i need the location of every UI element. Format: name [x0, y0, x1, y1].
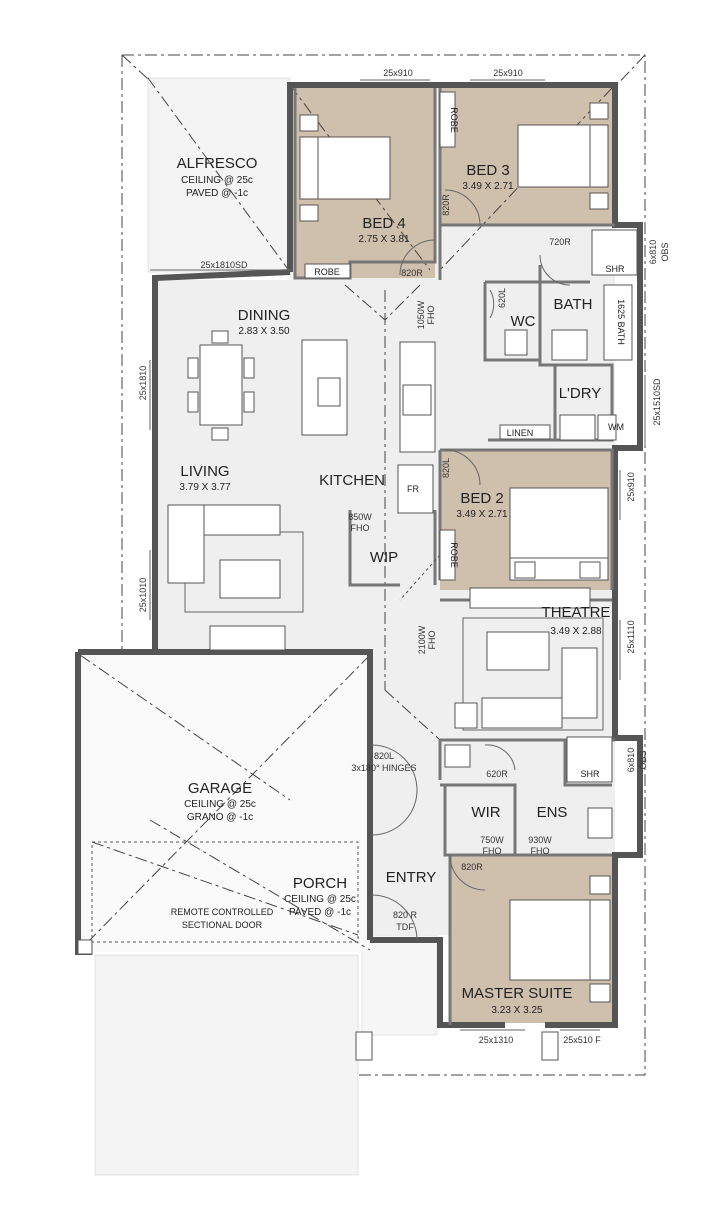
door-bath: 720R	[549, 237, 571, 247]
dining-label: DINING	[238, 307, 291, 324]
door-entry: 820 R	[393, 910, 418, 920]
ens-label: ENS	[537, 804, 568, 821]
master-suite-label: MASTER SUITE	[462, 985, 573, 1002]
window-labels: 25x910 25x910 25x1810SD 25x1810 25x1010 …	[138, 68, 670, 1045]
robe-bed3: ROBE	[449, 107, 459, 133]
linen: LINEN	[507, 428, 534, 438]
window-left-2: 25x1010	[138, 578, 148, 613]
bed2-label: BED 2	[460, 490, 503, 507]
sectional-door-line2: SECTIONAL DOOR	[182, 920, 263, 930]
door-wir: 750W	[480, 835, 504, 845]
wip-label: WIP	[370, 549, 398, 566]
door-ens-wc: 620R	[486, 769, 508, 779]
door-theatre-fho: FHO	[427, 631, 437, 650]
door-hall: 1050W	[416, 300, 426, 329]
door-theatre: 2100W	[417, 625, 427, 654]
alfresco-label: ALFRESCO	[177, 155, 258, 172]
door-wc: 620L	[497, 288, 507, 308]
window-right-1-obs: OBS	[660, 242, 670, 261]
fridge: FR	[407, 484, 419, 494]
furniture	[77, 91, 638, 1061]
robe-bed4: ROBE	[314, 267, 340, 277]
room-labels: ALFRESCO CEILING @ 25c PAVED @ -1c BED 4…	[177, 155, 611, 1016]
window-top-2: 25x910	[493, 68, 523, 78]
bath-label: BATH	[554, 296, 593, 313]
door-hall-fho: FHO	[426, 306, 436, 325]
window-right-4: 25x1110	[626, 620, 636, 653]
door-entry-tdf: TDF	[396, 922, 414, 932]
sectional-door-line1: REMOTE CONTROLLED	[171, 907, 274, 917]
porch-ceiling: CEILING @ 25c	[284, 894, 356, 905]
alfresco-ceiling: CEILING @ 25c	[181, 175, 253, 186]
alfresco-paved: PAVED @ -1c	[186, 188, 248, 199]
shower-top: SHR	[605, 264, 625, 274]
window-right-5-obs: OBS	[638, 750, 648, 769]
window-right-2: 25x1510SD	[652, 378, 662, 426]
door-wip-fho: FHO	[351, 523, 370, 533]
door-ens: 930W	[528, 835, 552, 845]
door-bed3: 820R	[441, 194, 451, 216]
bed3-size: 3.49 X 2.71	[462, 181, 514, 192]
porch-label: PORCH	[293, 875, 347, 892]
sectional-door-outline	[91, 841, 359, 943]
master-suite-size: 3.23 X 3.25	[491, 1005, 543, 1016]
door-garage-hinges: 3x180° HINGES	[351, 763, 416, 773]
window-top-1: 25x910	[383, 68, 413, 78]
bed3-label: BED 3	[466, 162, 509, 179]
windows	[149, 79, 646, 1031]
garage-grano: GRANO @ -1c	[187, 812, 253, 823]
door-bed4: 820R	[401, 268, 423, 278]
bed2-size: 3.49 X 2.71	[456, 509, 508, 520]
kitchen-label: KITCHEN	[319, 472, 385, 489]
bath-tub: 1625 BATH	[616, 299, 626, 345]
door-wip: 850W	[348, 512, 372, 522]
robe-bed2: ROBE	[449, 542, 459, 568]
theatre-label: THEATRE	[542, 604, 611, 621]
door-master: 820R	[461, 862, 483, 872]
bed4-size: 2.75 X 3.81	[358, 234, 410, 245]
wir-label: WIR	[471, 804, 500, 821]
theatre-size: 3.49 X 2.88	[550, 626, 602, 637]
bedroom-fills	[295, 88, 615, 1023]
wc-label: WC	[511, 313, 536, 330]
washing-machine: WM	[608, 422, 624, 432]
window-left-1: 25x1810	[138, 366, 148, 401]
door-swings	[371, 189, 571, 941]
window-bottom-1: 25x1310	[479, 1035, 514, 1045]
laundry-label: L'DRY	[559, 385, 602, 402]
garage-ceiling: CEILING @ 25c	[184, 799, 256, 810]
shower-ens: SHR	[580, 769, 600, 779]
living-size: 3.79 X 3.77	[179, 482, 231, 493]
bed4-label: BED 4	[362, 215, 405, 232]
fixture-labels: ROBE ROBE ROBE SHR SHR 1625 BATH LINEN W…	[171, 107, 626, 930]
door-garage: 820L	[374, 751, 394, 761]
window-bottom-2: 25x510 F	[563, 1035, 601, 1045]
window-alfresco: 25x1810SD	[200, 260, 248, 270]
door-labels: 820R 820R 720R 620L 820L 620R 820L 3x180…	[348, 194, 571, 932]
window-right-3: 25x910	[626, 472, 636, 502]
porch-paved: PAVED @ -1c	[289, 907, 351, 918]
window-right-5: 6x810	[626, 748, 636, 773]
door-bed2: 820L	[441, 458, 451, 478]
living-label: LIVING	[180, 463, 229, 480]
garage-label: GARAGE	[188, 780, 252, 797]
dining-size: 2.83 X 3.50	[238, 326, 290, 337]
window-right-1: 6x810	[648, 240, 658, 265]
door-ens-fho: FHO	[531, 846, 550, 856]
entry-label: ENTRY	[386, 869, 437, 886]
door-wir-fho: FHO	[483, 846, 502, 856]
